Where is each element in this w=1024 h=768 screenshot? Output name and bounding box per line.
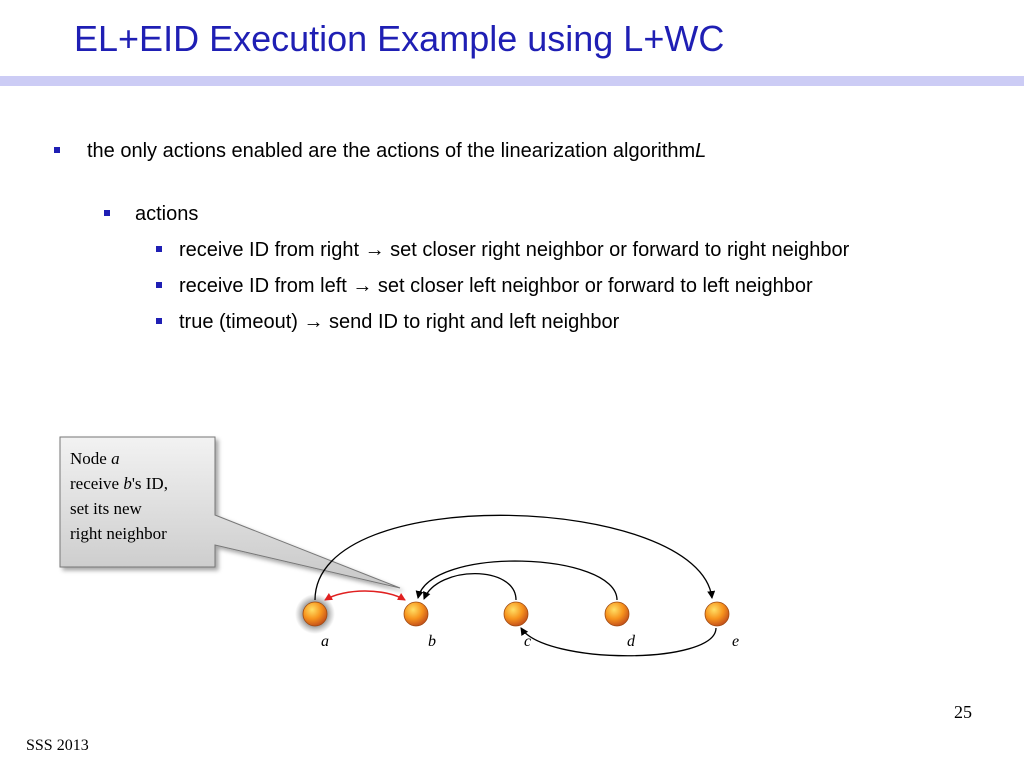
bullet-square-icon — [156, 282, 162, 288]
bullet-square-icon — [54, 147, 60, 153]
node-label-a: a — [321, 633, 329, 650]
node-label-b: b — [428, 633, 436, 650]
bullet-square-icon — [104, 210, 110, 216]
edge-a-b-red — [324, 590, 406, 601]
bullet-level1-emphasis: L — [695, 140, 707, 162]
callout-text: Node a receive b's ID, set its new right… — [70, 446, 168, 546]
node-label-d: d — [627, 633, 635, 650]
edge-e-to-c — [520, 627, 717, 657]
node-label-e: e — [732, 633, 740, 650]
bullet-level1: the only actions enabled are the actions… — [54, 140, 706, 163]
node-e — [704, 601, 730, 627]
title-divider — [0, 76, 1024, 86]
bullet-level3-item: receive ID from right → set closer right… — [156, 239, 849, 262]
bullet-level3-item: receive ID from left → set closer left n… — [156, 275, 813, 298]
edge-c-to-b — [422, 573, 517, 601]
slide-title: EL+EID Execution Example using L+WC — [74, 18, 725, 59]
callout-line3: set its new — [70, 499, 142, 518]
node-c — [503, 601, 529, 627]
footer-text: SSS 2013 — [26, 737, 89, 754]
node-b — [403, 601, 429, 627]
bullet-square-icon — [156, 246, 162, 252]
bullet-level2-text: actions — [135, 203, 199, 225]
bullet-level3-text: receive ID from left → set closer left n… — [179, 275, 813, 297]
bullet-level2: actions — [104, 203, 198, 226]
callout-line4: right neighbor — [70, 524, 167, 543]
node-d — [604, 601, 630, 627]
edge-a-to-e — [314, 514, 716, 601]
callout-line2-text: receive — [70, 474, 124, 493]
callout-line2-suffix: 's ID, — [131, 474, 168, 493]
bullet-level3-text: receive ID from right → set closer right… — [179, 239, 850, 261]
callout-line2-emphasis: b — [123, 474, 132, 493]
page-number: 25 — [954, 702, 972, 722]
callout-bubble — [59, 436, 401, 589]
node-label-c: c — [524, 633, 532, 650]
callout-line1-emphasis: a — [111, 449, 120, 468]
bullet-level3-item: true (timeout) → send ID to right and le… — [156, 311, 619, 334]
node-a — [302, 601, 328, 627]
bullet-square-icon — [156, 318, 162, 324]
edge-d-to-b — [415, 560, 618, 601]
bullet-level3-text: true (timeout) → send ID to right and le… — [179, 311, 620, 333]
callout-line1-text: Node — [70, 449, 112, 468]
bullet-level1-text: the only actions enabled are the actions… — [87, 140, 696, 162]
